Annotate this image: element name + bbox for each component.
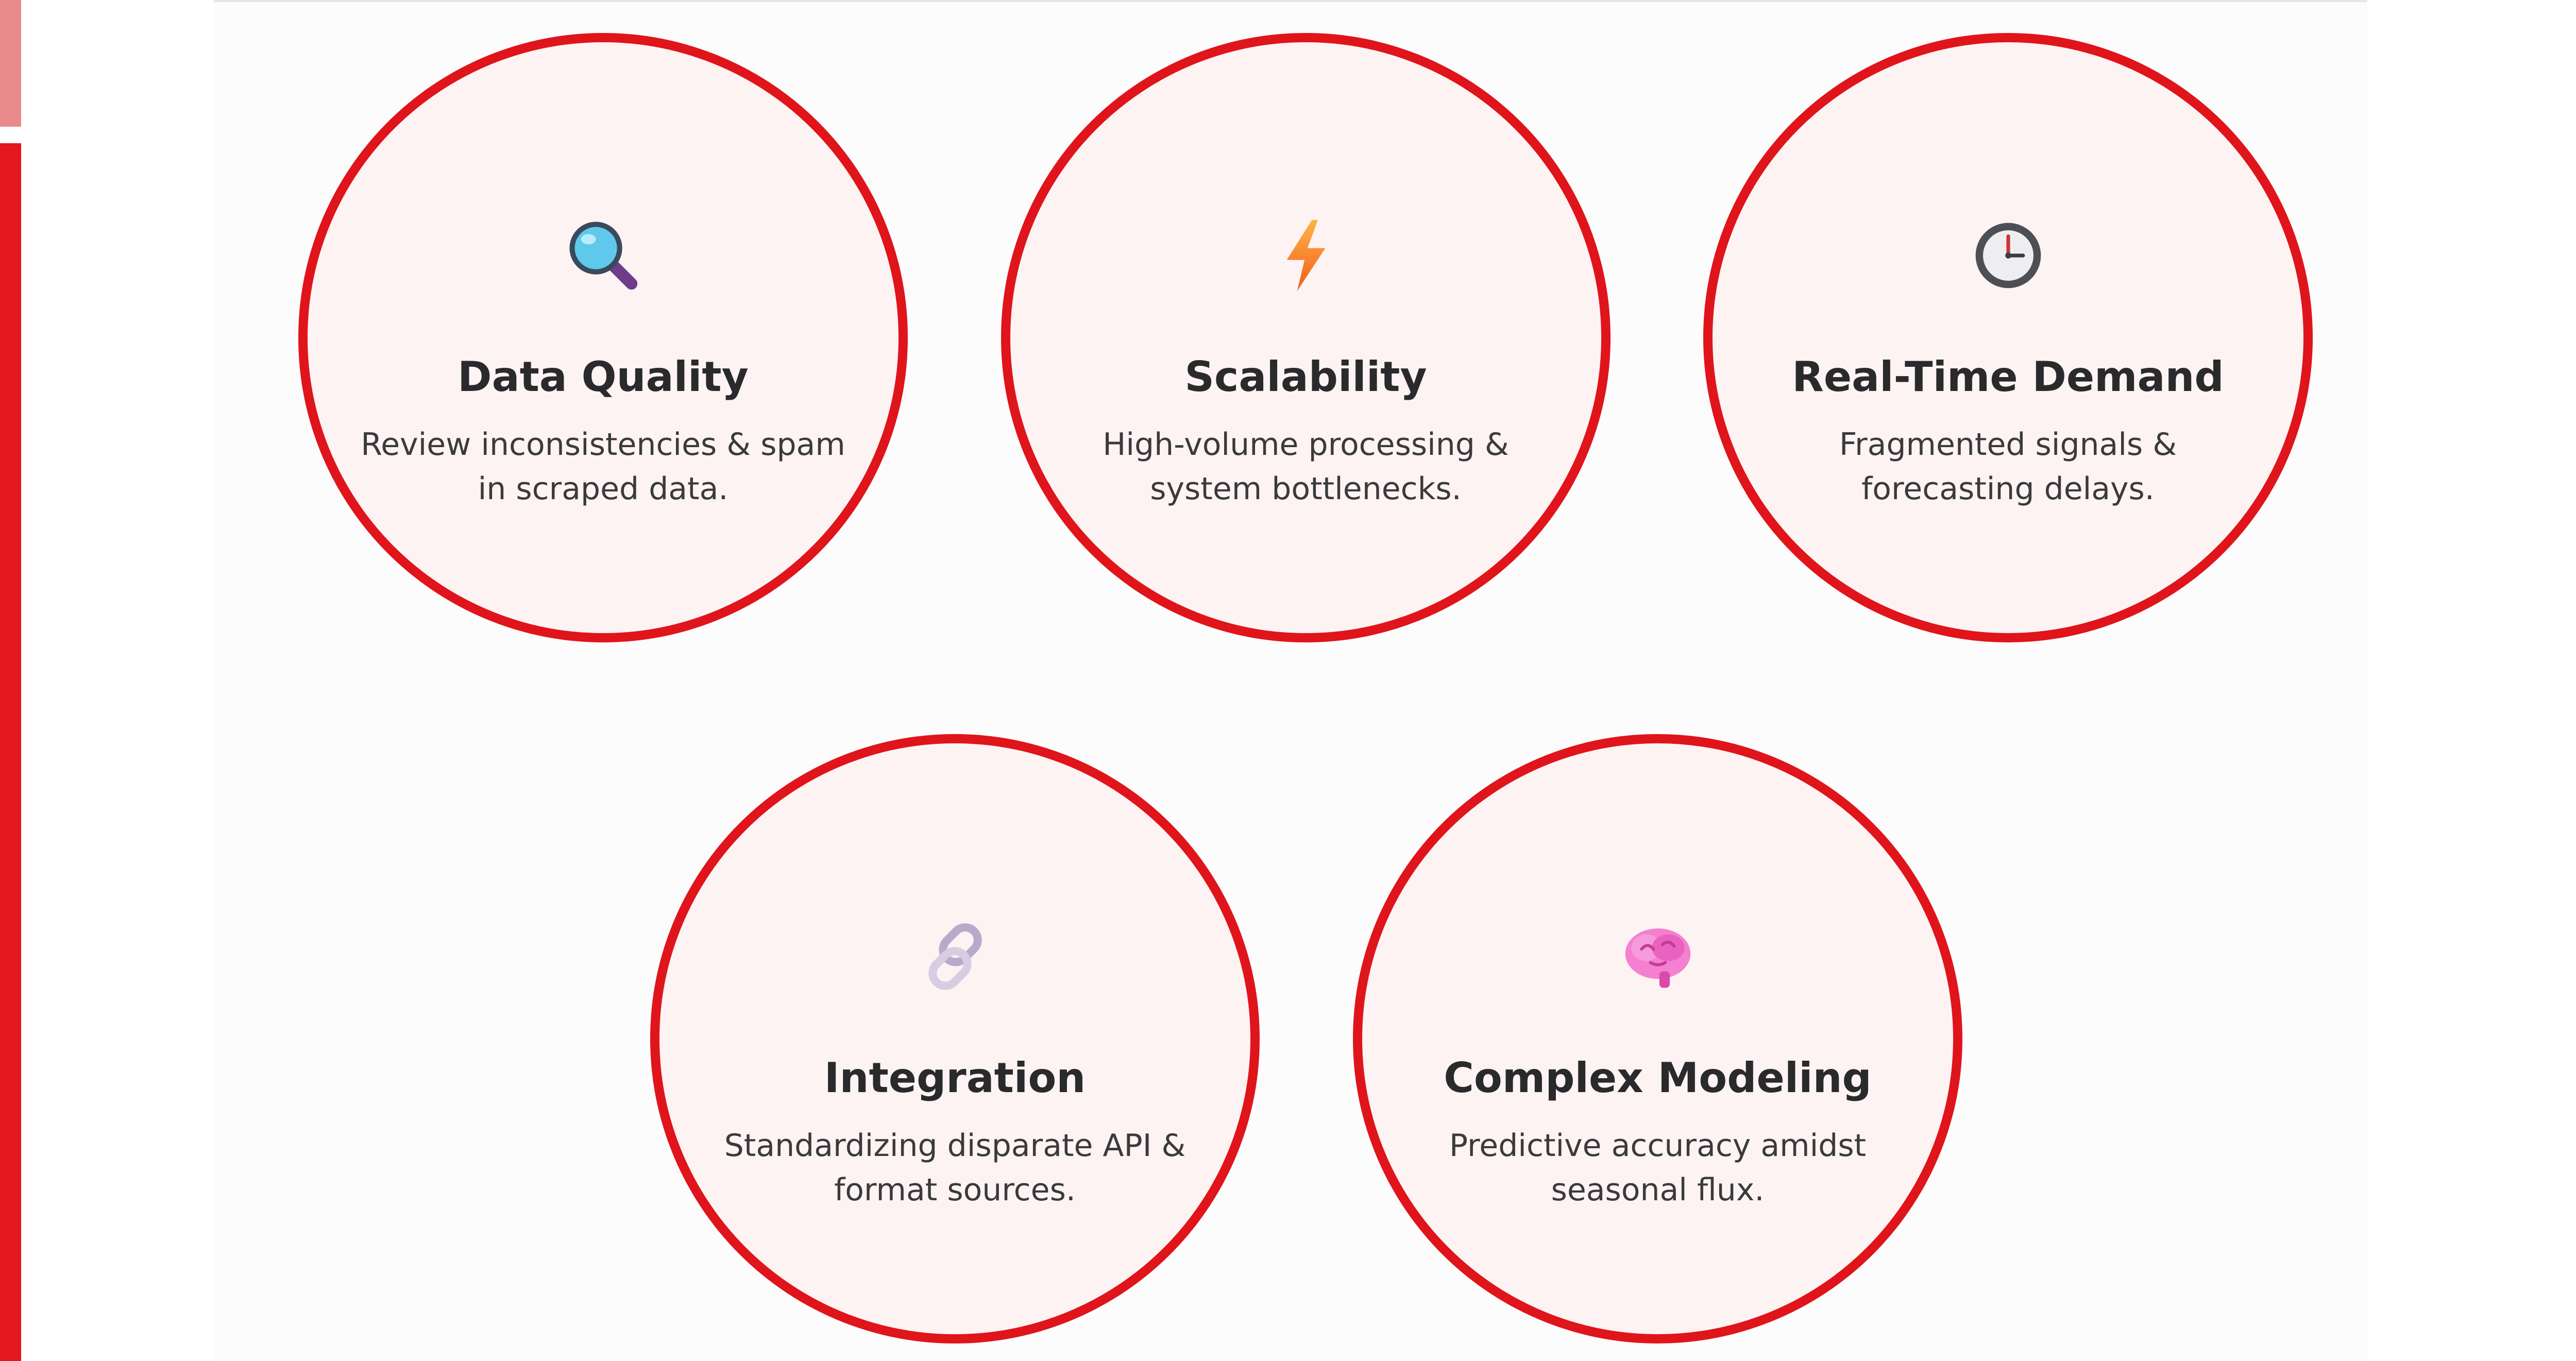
brain-icon	[1621, 920, 1695, 994]
top-divider	[214, 0, 2367, 2]
link-icon	[918, 920, 992, 994]
challenge-card-scalability: Scalability High-volume processing & sys…	[1001, 33, 1611, 642]
clock-icon	[1971, 218, 2045, 293]
magnifying-glass-icon	[566, 218, 640, 293]
card-description: Fragmented signals & forecasting delays.	[1839, 427, 2177, 507]
card-title: Real-Time Demand	[1792, 353, 2224, 401]
card-title: Data Quality	[457, 353, 749, 401]
challenge-card-complex-modeling: Complex Modeling Predictive accuracy ami…	[1353, 734, 1962, 1343]
card-description: Predictive accuracy amidst seasonal flux…	[1449, 1128, 1867, 1208]
challenge-card-integration: Integration Standardizing disparate API …	[650, 734, 1260, 1343]
card-description: High-volume processing & system bottlene…	[1103, 427, 1509, 507]
card-title: Scalability	[1184, 353, 1427, 401]
scroll-accent-bar-top	[0, 0, 21, 127]
challenge-card-real-time-demand: Real-Time Demand Fragmented signals & fo…	[1703, 33, 2313, 642]
card-title: Complex Modeling	[1444, 1054, 1872, 1102]
scroll-accent-bar	[0, 143, 21, 1361]
card-title: Integration	[824, 1054, 1086, 1102]
card-description: Standardizing disparate API & format sou…	[724, 1128, 1186, 1208]
challenge-card-data-quality: Data Quality Review inconsistencies & sp…	[298, 33, 908, 642]
card-description: Review inconsistencies & spam in scraped…	[361, 427, 845, 507]
lightning-bolt-icon	[1269, 218, 1343, 293]
